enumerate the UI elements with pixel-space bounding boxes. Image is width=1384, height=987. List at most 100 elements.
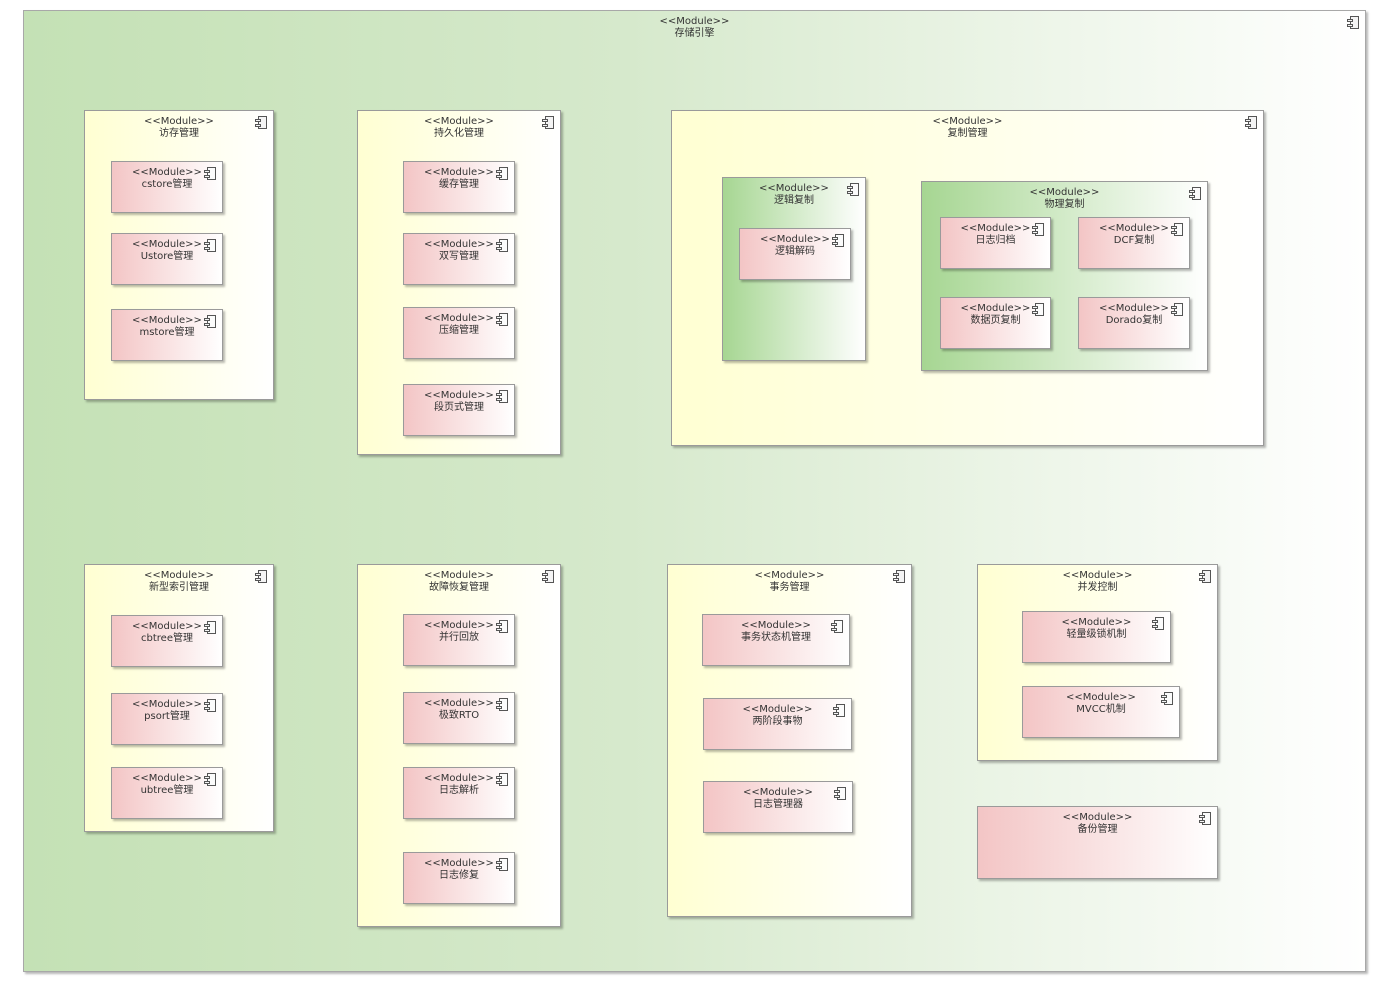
- module-title: 日志解析: [439, 785, 479, 796]
- component-icon: [1245, 116, 1257, 129]
- component-icon: [834, 787, 846, 800]
- stereotype-label: <<Module>>: [742, 704, 813, 715]
- stereotype-label: <<Module>>: [1029, 187, 1100, 198]
- component-icon: [542, 570, 554, 583]
- module-title: cstore管理: [141, 179, 193, 190]
- stereotype-label: <<Module>>: [144, 570, 214, 581]
- module-two-phase[interactable]: <<Module>>两阶段事物: [703, 698, 852, 750]
- module-log-manager[interactable]: <<Module>>日志管理器: [703, 781, 853, 833]
- component-icon: [832, 234, 844, 247]
- module-title: 极致RTO: [438, 710, 480, 721]
- component-icon: [847, 183, 859, 196]
- module-title: 并行回放: [439, 632, 479, 643]
- component-icon: [496, 698, 508, 711]
- component-icon: [542, 116, 554, 129]
- module-title: 日志归档: [975, 235, 1016, 246]
- module-logical-decoding[interactable]: <<Module>>逻辑解码: [739, 228, 851, 280]
- module-title: 压缩管理: [439, 325, 479, 336]
- stereotype-label: <<Module>>: [1062, 812, 1133, 823]
- module-title: 物理复制: [1044, 199, 1085, 210]
- module-transaction-state-machine[interactable]: <<Module>>事务状态机管理: [702, 614, 850, 666]
- module-title: 逻辑复制: [774, 195, 814, 206]
- stereotype-label: <<Module>>: [144, 116, 214, 127]
- stereotype-label: <<Module>>: [759, 183, 829, 194]
- component-icon: [1199, 812, 1211, 825]
- stereotype-label: <<Module>>: [1066, 692, 1136, 703]
- module-data-page-replication[interactable]: <<Module>>数据页复制: [940, 297, 1051, 349]
- component-icon: [255, 116, 267, 129]
- stereotype-label: <<Module>>: [932, 116, 1003, 127]
- module-parallel-replay[interactable]: <<Module>>并行回放: [403, 614, 515, 666]
- module-ubtree[interactable]: <<Module>>ubtree管理: [111, 767, 223, 819]
- module-title: 缓存管理: [439, 179, 479, 190]
- module-double-write[interactable]: <<Module>>双写管理: [403, 233, 515, 285]
- module-title: 轻量级锁机制: [1066, 629, 1127, 640]
- module-title: 复制管理: [947, 128, 988, 139]
- component-icon: [496, 390, 508, 403]
- module-dorado-replication[interactable]: <<Module>>Dorado复制: [1078, 297, 1190, 349]
- module-psort[interactable]: <<Module>>psort管理: [111, 693, 223, 745]
- module-cbtree[interactable]: <<Module>>cbtree管理: [111, 615, 223, 667]
- stereotype-label: <<Module>>: [659, 16, 730, 27]
- module-title: 两阶段事物: [752, 716, 803, 727]
- module-title: 备份管理: [1077, 824, 1118, 835]
- module-title: 事务状态机管理: [741, 632, 811, 643]
- component-icon: [831, 620, 843, 633]
- stereotype-label: <<Module>>: [741, 620, 811, 631]
- module-title: Dorado复制: [1105, 315, 1163, 326]
- module-title: 双写管理: [439, 251, 479, 262]
- component-icon: [204, 699, 216, 712]
- module-backup[interactable]: <<Module>>备份管理: [977, 806, 1218, 879]
- component-icon: [1347, 16, 1359, 29]
- module-title: 持久化管理: [434, 128, 484, 139]
- stereotype-label: <<Module>>: [424, 570, 494, 581]
- component-icon: [496, 313, 508, 326]
- component-icon: [1032, 223, 1044, 236]
- module-title: 逻辑解码: [775, 246, 815, 257]
- module-extreme-rto[interactable]: <<Module>>极致RTO: [403, 692, 515, 744]
- component-icon: [1171, 223, 1183, 236]
- module-compression[interactable]: <<Module>>压缩管理: [403, 307, 515, 359]
- module-title: 并发控制: [1077, 582, 1118, 593]
- module-buffer[interactable]: <<Module>>缓存管理: [403, 161, 515, 213]
- component-icon: [1152, 617, 1164, 630]
- module-title: 事务管理: [769, 582, 810, 593]
- stereotype-label: <<Module>>: [754, 570, 825, 581]
- module-title: 新型索引管理: [149, 582, 209, 593]
- module-title: psort管理: [144, 711, 190, 722]
- component-icon: [496, 858, 508, 871]
- stereotype-label: <<Module>>: [424, 116, 494, 127]
- component-icon: [204, 239, 216, 252]
- module-title: ubtree管理: [140, 785, 194, 796]
- module-dcf-replication[interactable]: <<Module>>DCF复制: [1078, 217, 1190, 269]
- component-icon: [1199, 570, 1211, 583]
- module-cstore[interactable]: <<Module>>cstore管理: [111, 161, 223, 213]
- module-log-repair[interactable]: <<Module>>日志修复: [403, 852, 515, 904]
- module-title: 日志修复: [439, 870, 479, 881]
- component-icon: [496, 239, 508, 252]
- stereotype-label: <<Module>>: [1062, 570, 1133, 581]
- module-title: 故障恢复管理: [429, 582, 489, 593]
- module-log-parsing[interactable]: <<Module>>日志解析: [403, 767, 515, 819]
- module-mvcc[interactable]: <<Module>>MVCC机制: [1022, 686, 1180, 738]
- module-mstore[interactable]: <<Module>>mstore管理: [111, 309, 223, 361]
- module-title: 段页式管理: [434, 402, 484, 413]
- module-lightweight-lock[interactable]: <<Module>>轻量级锁机制: [1022, 611, 1171, 663]
- module-title: DCF复制: [1113, 235, 1155, 246]
- module-title: cbtree管理: [141, 633, 193, 644]
- component-icon: [1032, 303, 1044, 316]
- module-segment-page[interactable]: <<Module>>段页式管理: [403, 384, 515, 436]
- module-title: 访存管理: [159, 128, 199, 139]
- stereotype-label: <<Module>>: [743, 787, 813, 798]
- component-icon: [1189, 187, 1201, 200]
- component-icon: [893, 570, 905, 583]
- module-title: MVCC机制: [1076, 704, 1126, 715]
- component-icon: [833, 704, 845, 717]
- module-title: 存储引擎: [674, 28, 715, 39]
- component-icon: [496, 167, 508, 180]
- module-log-archive[interactable]: <<Module>>日志归档: [940, 217, 1051, 269]
- module-title: mstore管理: [139, 327, 195, 338]
- module-ustore[interactable]: <<Module>>Ustore管理: [111, 233, 223, 285]
- component-icon: [1161, 692, 1173, 705]
- component-icon: [204, 621, 216, 634]
